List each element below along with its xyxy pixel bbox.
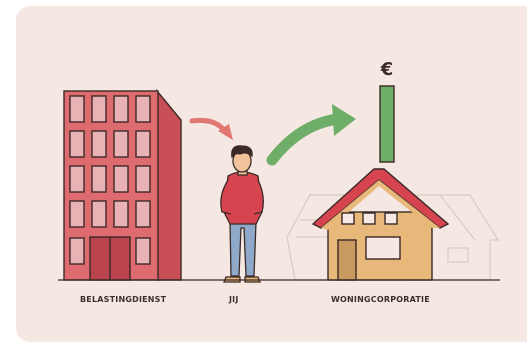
euro-icon: € — [380, 59, 394, 80]
label-belastingdienst: BELASTINGDIENST — [80, 295, 167, 304]
label-jij: JIJ — [229, 295, 239, 304]
illustration-scene: € — [58, 59, 500, 283]
green-arrow-icon — [266, 104, 356, 166]
red-arrow-icon — [189, 117, 233, 140]
label-woningcorporatie: WONINGCORPORATIE — [331, 295, 430, 304]
office-building — [63, 89, 182, 281]
person-figure — [220, 145, 264, 283]
house — [311, 168, 450, 281]
money-bar — [379, 85, 395, 163]
illustration-card: € BELASTINGDIENST JIJ WONINGCORPORATIE — [16, 6, 527, 342]
